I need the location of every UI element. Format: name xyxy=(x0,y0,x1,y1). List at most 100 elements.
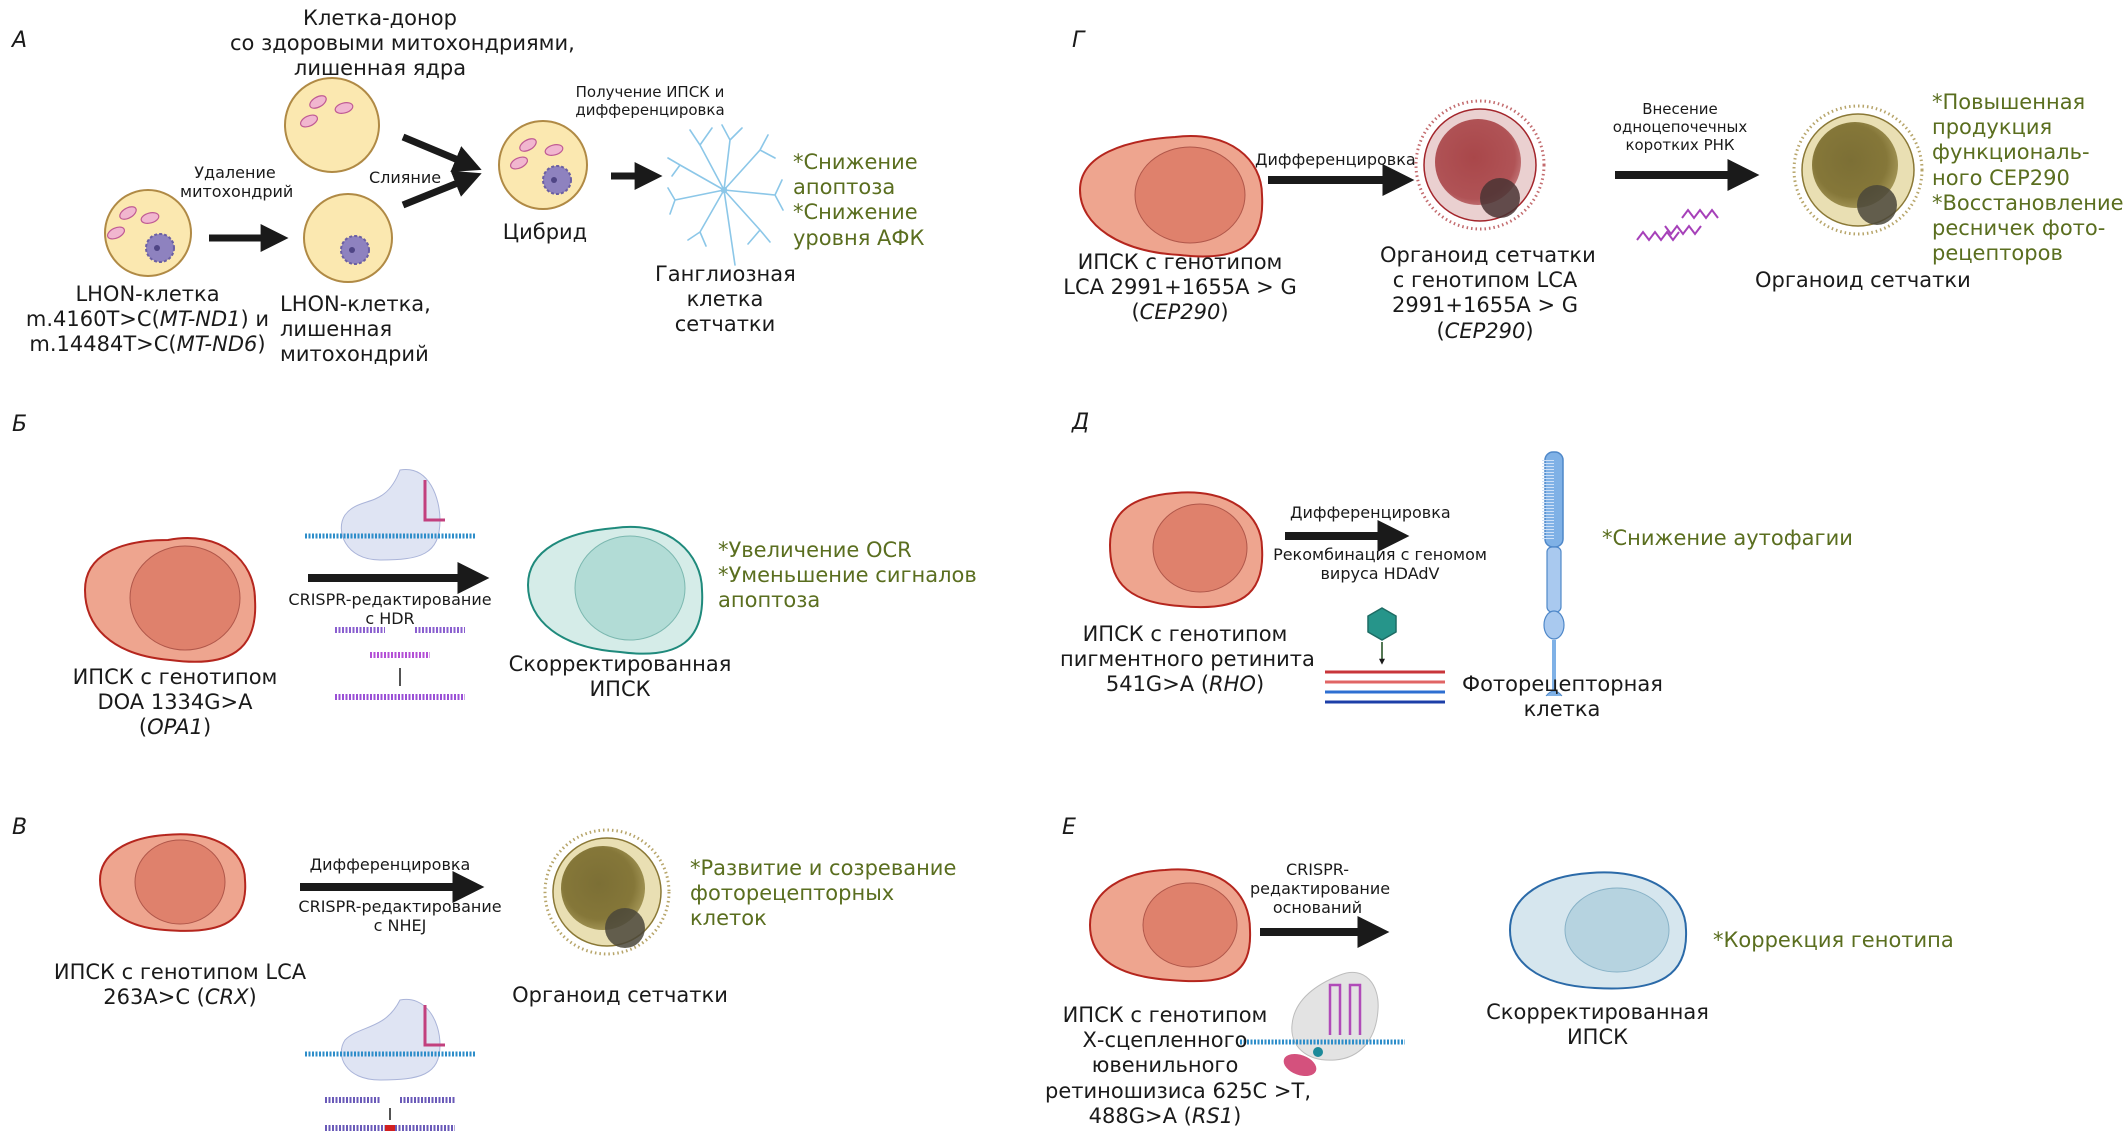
label-part: 263A>C ( xyxy=(103,985,205,1010)
note-line: фоторецепторных xyxy=(690,881,895,906)
label-part: 488G>A ( xyxy=(1088,1103,1192,1128)
gene-name: CRX xyxy=(204,985,249,1010)
label-line: LHON-клетка xyxy=(75,282,220,306)
ipsc-cell-source xyxy=(1078,135,1264,258)
nucleus-icon xyxy=(340,235,370,265)
crispr-complex-icon xyxy=(305,469,475,561)
label-line: ИПСК с генотипом xyxy=(1077,250,1283,274)
lhon-cell-label: LHON-клетка m.4160T>C(MT-ND1) и m.14484T… xyxy=(20,282,275,358)
mitochondrion-icon xyxy=(299,95,354,128)
ipsc-cell-source xyxy=(98,833,247,932)
label-part: ) и xyxy=(240,307,270,332)
step-label-line: CRISPR-редактирование xyxy=(288,590,492,609)
label-line: ювенильного xyxy=(1091,1053,1239,1078)
corrected-organoid-label: Органоид сетчатки xyxy=(1755,268,1971,292)
panel-letter-c: В xyxy=(12,815,28,840)
nomito-cell-label: LHON-клетка, лишенная митохондрий xyxy=(280,292,431,368)
ipsc-cell-corrected xyxy=(526,525,704,655)
label-line: Органоид сетчатки xyxy=(1380,243,1596,267)
panel-letter-b: Б xyxy=(12,412,28,437)
step-label-line: одноцепочечных xyxy=(1612,118,1748,136)
lhon-cell xyxy=(104,189,192,277)
result-notes-f: *Коррекция генотипа xyxy=(1713,928,1954,952)
step-label-line: дифференцировка xyxy=(575,101,725,119)
panel-f xyxy=(1088,868,1688,1077)
note-line: функциональ- xyxy=(1932,140,2090,165)
label-line: Ганглиозная xyxy=(655,262,796,286)
note-line: *Снижение xyxy=(793,150,918,174)
panel-letter-e: Д xyxy=(1072,410,1090,435)
donor-cell xyxy=(284,77,380,173)
nucleus-icon xyxy=(542,165,572,195)
step-sirna-label: Внесение одноцепочечных коротких РНК xyxy=(1605,100,1755,154)
label-line: митохондрий xyxy=(280,342,429,367)
step-label-line: Внесение xyxy=(1642,100,1718,118)
step-differentiation-label: Дифференцировка xyxy=(1255,150,1416,169)
label-line: ИПСК с генотипом xyxy=(1062,1003,1268,1027)
note-line: *Повышенная xyxy=(1932,90,2086,114)
step-label-line: Получение ИПСК и xyxy=(575,83,725,101)
label-line: Скорректированная xyxy=(508,652,732,676)
label-line: LCA 2991+1655A > G xyxy=(1063,275,1297,300)
corrected-ipsc-label: Скорректированная ИПСК xyxy=(500,652,740,702)
note-line: апоптоза xyxy=(718,588,821,613)
step-label-line: Удаление xyxy=(194,163,276,182)
step-label-line: с NHEJ xyxy=(373,916,427,936)
hdadv-virus-icon xyxy=(1367,607,1397,665)
donor-cell-label: Клетка-донор со здоровыми митохондриями,… xyxy=(230,6,575,82)
ipsc-cell-corrected xyxy=(1508,871,1688,990)
donor-label-line: лишенная ядра xyxy=(293,56,467,81)
note-line: *Восстановление xyxy=(1932,190,2124,215)
ipsc-cell-source xyxy=(1088,868,1252,983)
label-part: ( xyxy=(1436,318,1445,343)
label-line: Х-сцепленного xyxy=(1082,1028,1248,1053)
mutant-organoid-label: Органоид сетчатки с генотипом LCA 2991+1… xyxy=(1380,243,1596,343)
step-label-line: CRISPR-редактирование xyxy=(298,897,502,916)
photoreceptor-label: Фоторецепторная клетка xyxy=(1462,672,1663,722)
label-line: Скорректированная xyxy=(1486,1000,1709,1024)
label-line: с генотипом LCA xyxy=(1392,268,1578,293)
gene-name: RHO xyxy=(1209,672,1256,697)
step-label-line: митохондрий xyxy=(180,182,294,202)
ipsc-cell-source xyxy=(83,537,257,663)
corrected-ipsc-label: Скорректированная ИПСК xyxy=(1480,1000,1715,1050)
panel-d xyxy=(1078,99,1924,258)
step-label-line: оснований xyxy=(1272,898,1363,918)
arrow-fusion-bottom xyxy=(401,170,482,209)
note-line: продукция xyxy=(1932,115,2053,140)
step-differentiation-label: Дифференцировка xyxy=(309,855,471,874)
photoreceptor-cell-icon xyxy=(1542,451,1565,697)
label-line: DOA 1334G>A xyxy=(97,690,253,715)
gene-name: RS1 xyxy=(1191,1103,1234,1128)
label-line: сетчатки xyxy=(674,312,776,337)
retinal-organoid-corrected-icon xyxy=(1792,104,1924,236)
step-label-line: Рекомбинация с геномом xyxy=(1273,545,1487,564)
result-notes-a: *Снижение апоптоза *Снижение уровня АФК xyxy=(793,150,924,251)
label-part: ) xyxy=(1233,1103,1242,1128)
note-line: апоптоза xyxy=(793,175,896,200)
source-cell-label: ИПСК с генотипом Х-сцепленного ювенильно… xyxy=(1045,1003,1311,1129)
note-line: *Развитие и созревание xyxy=(690,856,957,880)
cybrid-label: Цибрид xyxy=(502,220,588,244)
note-line: *Снижение xyxy=(793,200,918,225)
source-cell-label: ИПСК с генотипом DOA 1334G>A (OPA1) xyxy=(25,665,325,741)
panel-letter-d: Г xyxy=(1072,28,1085,53)
label-line: ИПСК с генотипом LCA xyxy=(53,960,307,984)
base-editor-icon xyxy=(1240,972,1405,1077)
result-notes-e: *Снижение аутофагии xyxy=(1602,526,1853,550)
note-line: уровня АФК xyxy=(793,225,925,250)
nucleus-icon xyxy=(145,233,175,263)
label-part: ( xyxy=(1131,300,1140,325)
result-notes-d: *Повышенная продукция функциональ- ного … xyxy=(1932,90,2124,266)
retinal-organoid-icon xyxy=(543,828,671,956)
label-part: ) xyxy=(248,985,257,1010)
step-label-line: коротких РНК xyxy=(1625,136,1735,154)
step-fusion-label: Слияние xyxy=(368,168,442,187)
note-line: *Увеличение OCR xyxy=(718,538,912,562)
recombination-dna-icon xyxy=(1325,670,1445,704)
panel-letter-f: Е xyxy=(1062,815,1076,840)
note-line: ного CEP290 xyxy=(1932,165,2070,190)
step-label-line: CRISPR- xyxy=(1285,860,1350,879)
label-line: ретиношизиса 625C >T, xyxy=(1045,1078,1311,1103)
